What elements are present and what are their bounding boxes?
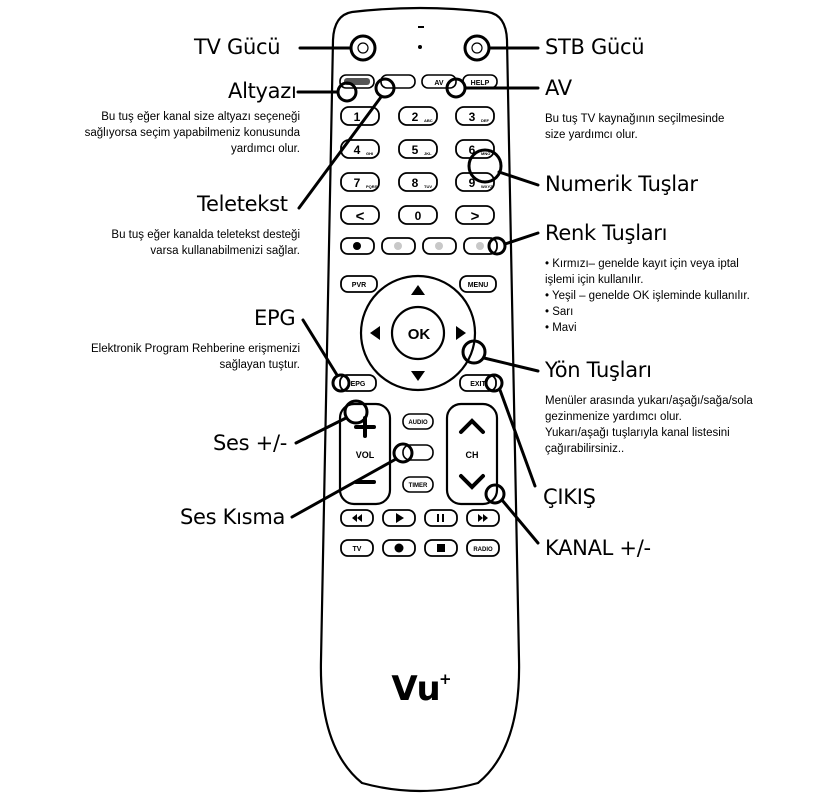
svg-text:>: > (471, 208, 480, 225)
numeric-callout-circle (467, 148, 503, 184)
number-key-6: 6 (469, 143, 476, 157)
svg-text:AV: AV (434, 80, 444, 87)
brand-logo-plus: + (439, 670, 452, 688)
number-key-5: 5 (412, 143, 419, 157)
direction-ring (359, 274, 477, 392)
number-key-4: 4 (354, 143, 361, 157)
svg-text:<: < (356, 208, 365, 225)
label-channel: KANAL +/- (545, 536, 651, 560)
number-key-letters: JKL (424, 151, 432, 156)
desc-av: Bu tuş TV kaynağının seçilmesinde size y… (545, 113, 725, 141)
label-volume: Ses +/- (213, 431, 288, 455)
svg-text:AUDIO: AUDIO (408, 420, 428, 426)
label-tv-power: TV Gücü (194, 35, 281, 59)
svg-text:VOL: VOL (356, 450, 375, 460)
label-color: Renk Tuşları (545, 221, 668, 245)
svg-text:CH: CH (466, 450, 479, 460)
desc-teletext: Bu tuş eğer kanalda teletekst desteği va… (111, 229, 300, 257)
channel-rocker (445, 402, 499, 506)
number-key-letters: WXYZ (481, 184, 493, 189)
number-key-letters: PQRS (366, 184, 378, 189)
label-epg: EPG (254, 306, 296, 330)
desc-epg: Elektronik Program Rehberine erişmenizi … (91, 343, 300, 371)
label-mute: Ses Kısma (180, 505, 286, 529)
svg-text:PVR: PVR (352, 282, 366, 289)
svg-text:RADIO: RADIO (473, 547, 493, 553)
label-direction: Yön Tuşları (545, 358, 652, 382)
number-key-1: 1 (354, 110, 361, 124)
ok-button (390, 305, 446, 361)
number-key-2: 2 (412, 110, 419, 124)
label-numeric: Numerik Tuşlar (545, 172, 698, 196)
tv-power-button (349, 34, 377, 62)
label-av: AV (545, 76, 572, 100)
desc-color: • Kırmızı– genelde kayıt için veya iptal… (545, 258, 750, 334)
svg-text:HELP: HELP (471, 80, 490, 87)
svg-text:OK: OK (408, 326, 431, 343)
desc-direction: Menüler arasında yukarı/aşağı/sağa/sola … (545, 395, 753, 455)
number-key-letters: DEF (481, 118, 490, 123)
svg-text:TIMER: TIMER (409, 483, 428, 489)
number-key-3: 3 (469, 110, 476, 124)
number-key-letters: TUV (424, 184, 432, 189)
svg-text:0: 0 (415, 209, 422, 223)
brand-logo: Vu (391, 669, 440, 709)
svg-text:TV: TV (353, 546, 362, 553)
number-key-letters: GHI (366, 151, 373, 156)
label-teletext: Teletekst (197, 192, 288, 216)
number-key-7: 7 (354, 176, 361, 190)
number-key-letters: ABC (424, 118, 433, 123)
label-exit: ÇIKIŞ (543, 485, 596, 509)
remote-body (319, 6, 521, 793)
label-stb-power: STB Gücü (545, 35, 645, 59)
stb-power-button (463, 34, 491, 62)
desc-subtitle: Bu tuş eğer kanal size altyazı seçeneği … (84, 111, 300, 155)
label-subtitle: Altyazı (228, 79, 297, 103)
svg-text:EPG: EPG (351, 381, 366, 388)
number-key-8: 8 (412, 176, 419, 190)
number-key-letters: MNO (481, 151, 490, 156)
svg-text:EXIT: EXIT (470, 381, 486, 388)
svg-text:MENU: MENU (468, 282, 489, 289)
number-key-9: 9 (469, 176, 476, 190)
